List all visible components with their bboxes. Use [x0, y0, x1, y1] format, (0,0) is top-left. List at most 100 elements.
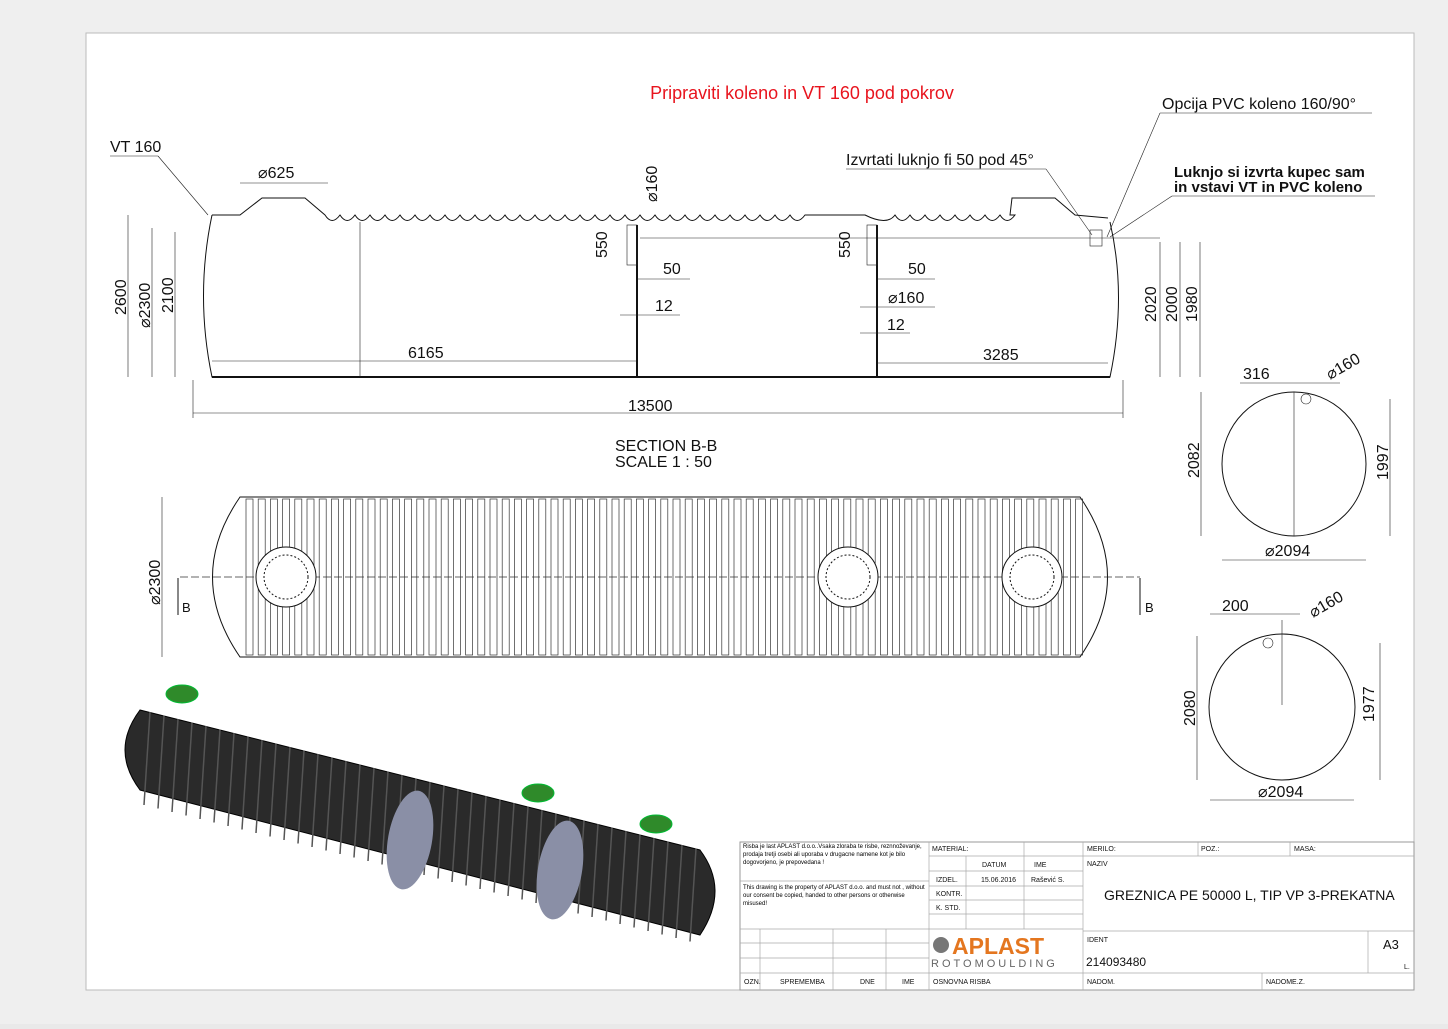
end2-height: 2080: [1182, 690, 1199, 726]
rib-3d: [675, 844, 683, 939]
rib-3d: [185, 722, 193, 816]
end1-diameter: ⌀2094: [1265, 543, 1310, 560]
end2-inner: 1977: [1361, 686, 1378, 722]
manhole: [255, 546, 317, 608]
dim-3285: 3285: [983, 347, 1019, 364]
rib-3d: [143, 711, 151, 806]
drill-note: Izvrtati luknjo fi 50 pod 45°: [846, 152, 1034, 169]
dim-6165: 6165: [408, 345, 444, 362]
rib-3d: [213, 729, 221, 823]
customer-note-2: in vstavi VT in PVC koleno: [1174, 179, 1362, 196]
dim-50a: 50: [663, 261, 681, 278]
rib-3d: [353, 764, 361, 858]
section-view: ⌀625 ⌀160 2600 ⌀2300 2100 550 50 12 550 …: [113, 165, 1201, 471]
kontr-label: KONTR.: [936, 891, 963, 898]
end2-diameter: ⌀2094: [1258, 784, 1303, 801]
rib-3d: [311, 753, 319, 848]
rib-3d: [619, 830, 627, 925]
dim-2100: 2100: [160, 277, 177, 313]
rib-3d: [647, 837, 655, 932]
rib-3d: [283, 746, 291, 841]
tank-3d-render: [124, 684, 716, 942]
drawing-name: GREZNICA PE 50000 L, TIP VP 3-PREKATNA: [1104, 887, 1395, 903]
nadom-label: NADOM.: [1087, 979, 1115, 986]
ime2-label: IME: [902, 979, 915, 986]
dim-d625: ⌀625: [258, 165, 294, 182]
end1-height: 2082: [1186, 442, 1203, 478]
manhole-cover: [639, 814, 673, 834]
rib-3d: [367, 767, 375, 862]
cutaway-window: [536, 820, 584, 920]
customer-note-1: Luknjo si izvrta kupec sam: [1174, 164, 1365, 181]
sprememba-label: SPREMEMBA: [780, 979, 825, 986]
manhole: [1001, 546, 1063, 608]
masa-label: MASA:: [1294, 846, 1316, 853]
rib-3d: [689, 848, 697, 942]
rib-3d: [661, 841, 669, 935]
end2-offset: 200: [1222, 598, 1249, 615]
svg-text:ROTOMOULDING: ROTOMOULDING: [931, 958, 1058, 970]
dim-1980: 1980: [1184, 286, 1201, 322]
section-marker-left: B: [182, 600, 191, 615]
dim-d160b: ⌀160: [888, 290, 924, 307]
dim-d160-top: ⌀160: [644, 166, 661, 202]
dim-550b: 550: [837, 231, 854, 258]
legal-text-en: This drawing is the property of APLAST d…: [743, 885, 925, 907]
rib-3d: [465, 792, 473, 886]
aplast-logo: APLAST ROTOMOULDING: [931, 933, 1058, 970]
vt160-label: VT 160: [110, 139, 161, 156]
rib-3d: [633, 834, 641, 928]
author-value: Rašević S.: [1031, 877, 1065, 884]
manhole-cover: [521, 783, 555, 803]
cutaway-window: [386, 790, 434, 890]
rib-3d: [297, 750, 305, 844]
naziv-label: NAZIV: [1087, 861, 1108, 868]
rib-3d: [479, 795, 487, 890]
rib-3d: [171, 718, 179, 813]
manhole-grid: [263, 554, 309, 600]
rib-3d: [605, 827, 613, 921]
rib-3d: [269, 743, 277, 837]
manhole: [817, 546, 879, 608]
dim-2020: 2020: [1143, 286, 1160, 322]
rib-3d: [199, 725, 207, 820]
dim-12a: 12: [655, 298, 673, 315]
manhole-grid: [825, 554, 871, 600]
plan-view: ⌀2300 B B: [147, 496, 1154, 658]
ime-label: IME: [1034, 862, 1047, 869]
tank-outline: [212, 197, 1109, 221]
rib-3d: [507, 802, 515, 897]
nadomez-label: NADOME.Z.: [1266, 979, 1305, 986]
izdel-label: IZDEL.: [936, 877, 958, 884]
section-marker-right: B: [1145, 600, 1154, 615]
ident-label: IDENT: [1087, 937, 1109, 944]
rib-3d: [591, 823, 599, 918]
material-label: MATERIAL:: [932, 846, 968, 853]
end-view-1: 316 ⌀160 2082 1997 ⌀2094: [1186, 351, 1392, 561]
rib-3d: [339, 760, 347, 855]
dim-13500: 13500: [628, 398, 673, 415]
dne-label: DNE: [860, 979, 875, 986]
ident-value: 214093480: [1086, 955, 1146, 969]
option-pvc-note: Opcija PVC koleno 160/90°: [1162, 96, 1356, 113]
format-value: A3: [1383, 937, 1399, 952]
merilo-label: MERILO:: [1087, 846, 1116, 853]
rib-3d: [521, 806, 529, 900]
manhole-cover: [165, 684, 199, 704]
rib-3d: [493, 799, 501, 893]
dim-12b: 12: [887, 317, 905, 334]
end1-inner: 1997: [1375, 444, 1392, 480]
section-title: SECTION B-B: [615, 438, 717, 455]
end1-offset: 316: [1243, 366, 1270, 383]
plan-dim-d2300: ⌀2300: [147, 560, 164, 605]
poz-label: POZ.:: [1201, 846, 1219, 853]
rib-3d: [241, 736, 249, 830]
title-block: Risba je last APLAST d.o.o..Vsaka zlorab…: [739, 841, 1415, 991]
rib-3d: [451, 788, 459, 883]
red-note: Pripraviti koleno in VT 160 pod pokrov: [650, 83, 954, 103]
section-scale: SCALE 1 : 50: [615, 454, 712, 471]
list-label: L.: [1404, 964, 1410, 971]
dim-d2300: ⌀2300: [137, 283, 154, 328]
